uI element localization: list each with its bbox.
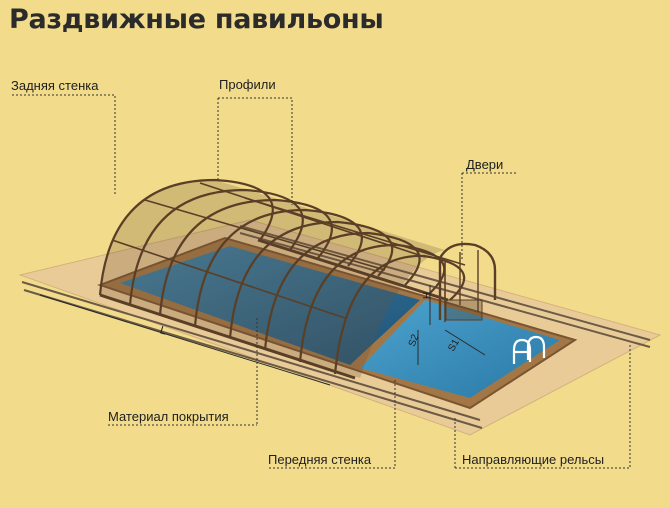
label-back-wall: Задняя стенка xyxy=(11,78,99,93)
dimension-lines xyxy=(39,285,486,386)
pool-water-open xyxy=(360,300,560,398)
label-guide-rails: Направляющие рельсы xyxy=(462,452,605,467)
pool-ladder-icon xyxy=(512,335,546,364)
label-profiles: Профили xyxy=(219,77,276,92)
label-front-wall: Передняя стенка xyxy=(268,452,372,467)
dimension-height: H xyxy=(422,291,434,300)
pool-water-covered xyxy=(120,246,420,365)
enclosure-frame xyxy=(98,178,497,380)
leader-lines xyxy=(12,94,631,469)
label-doors: Двери xyxy=(466,157,504,172)
label-cover-material: Материал покрытия xyxy=(108,409,229,424)
page-title: Раздвижные павильоны xyxy=(9,4,384,35)
